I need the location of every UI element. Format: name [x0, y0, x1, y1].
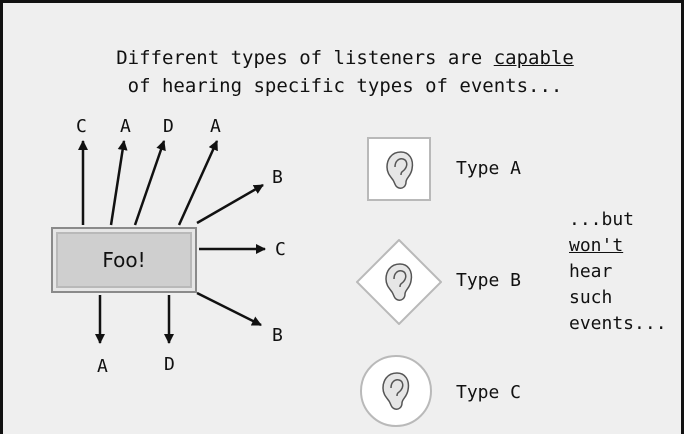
event-label-right-2: C — [275, 239, 286, 260]
listener-type-c-circle — [360, 355, 432, 427]
aside-line-1: ...but — [569, 209, 635, 230]
foo-button[interactable]: Foo! — [51, 227, 197, 293]
event-label-top-1: C — [76, 116, 87, 137]
event-label-right-1: B — [272, 167, 283, 188]
listener-type-b-label: Type B — [456, 270, 522, 291]
event-label-top-2: A — [120, 116, 131, 137]
arrow-right-b1 — [196, 183, 264, 225]
heading-line-1: Different types of listeners are capable — [3, 44, 684, 72]
arrow-top-a — [109, 140, 128, 226]
event-label-bottom-1: A — [97, 356, 108, 377]
aside-line-4: such — [569, 287, 613, 308]
listener-type-c-label: Type C — [456, 382, 522, 403]
arrow-top-d — [133, 140, 166, 226]
ear-icon — [385, 263, 413, 301]
heading-line-2: of hearing specific types of events... — [127, 75, 563, 97]
foo-button-label: Foo! — [102, 248, 146, 272]
event-label-top-4: A — [210, 116, 221, 137]
arrow-top-a2 — [177, 140, 219, 226]
listener-type-a-label: Type A — [456, 158, 522, 179]
listener-type-b-diamond — [356, 239, 442, 325]
aside-line-3: hear — [569, 261, 613, 282]
heading-text: Different types of listeners are — [116, 47, 494, 69]
aside-note: ...but won't hear such events... — [569, 207, 667, 337]
aside-line-2: won't — [569, 235, 624, 256]
aside-line-5: events... — [569, 313, 667, 334]
event-label-right-3: B — [272, 325, 283, 346]
ear-icon — [382, 372, 410, 410]
ear-icon — [386, 151, 414, 189]
event-arrows — [78, 140, 266, 344]
event-label-bottom-2: D — [164, 354, 175, 375]
event-label-top-3: D — [163, 116, 174, 137]
heading-emphasis: capable — [493, 47, 574, 69]
listener-type-a-box — [367, 137, 431, 201]
arrow-right-b2 — [196, 291, 262, 327]
